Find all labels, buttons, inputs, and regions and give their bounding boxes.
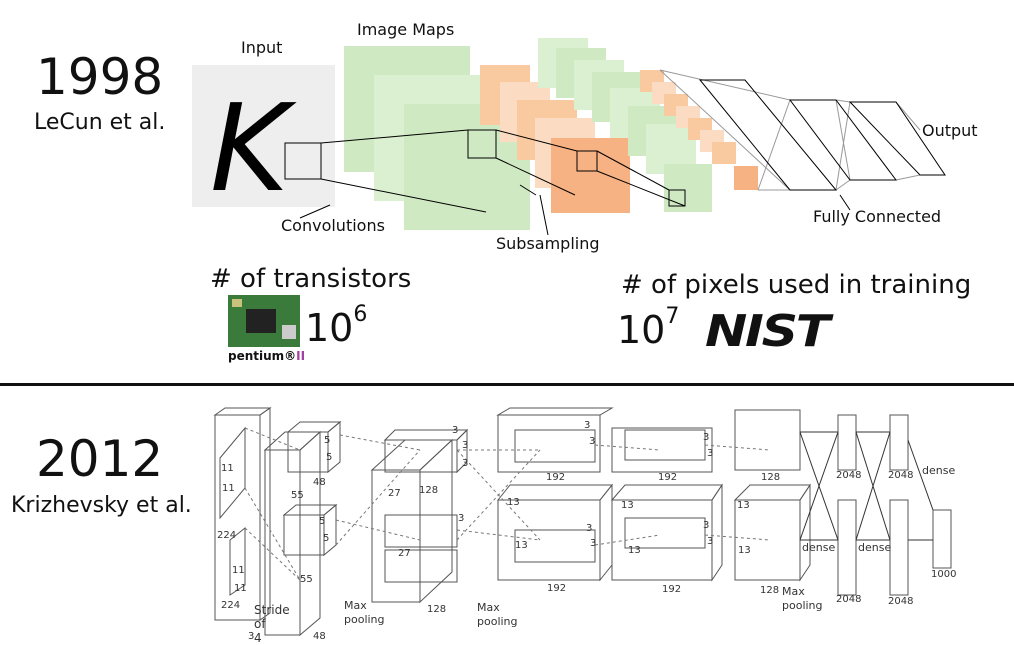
label-3i: 3	[703, 432, 710, 443]
label-subsampling: Subsampling	[496, 234, 600, 253]
label-2048c: 2048	[836, 594, 862, 605]
pentium-suffix: II	[296, 349, 306, 363]
label-55a: 55	[291, 490, 304, 501]
label-55b: 55	[300, 574, 313, 585]
label-image-maps: Image Maps	[357, 20, 455, 39]
label-3j: 3	[707, 448, 714, 459]
cpu-chip-image	[228, 295, 300, 347]
label-3k: 3	[703, 520, 710, 531]
label-27b: 27	[398, 548, 411, 559]
label-3c: 3	[462, 458, 469, 469]
label-224a: 224	[217, 530, 237, 541]
pentium-text: pentium®	[228, 349, 297, 363]
label-3a: 3	[452, 425, 459, 436]
pentium-logo: pentium®II	[228, 349, 305, 363]
label-3d: 3	[458, 513, 465, 524]
label-192b: 192	[547, 583, 567, 594]
label-pool1: pooling	[344, 613, 385, 626]
label-13f: 13	[738, 545, 751, 556]
label-fully-connected: Fully Connected	[813, 207, 942, 226]
label-3l: 3	[707, 536, 714, 547]
subsample-box	[467, 129, 497, 159]
label-dense3: dense	[922, 464, 956, 477]
label-3h: 3	[590, 538, 597, 549]
fc-lines	[659, 69, 921, 191]
label-input: Input	[241, 38, 283, 57]
label-192d: 192	[662, 584, 682, 595]
label-192a: 192	[546, 472, 566, 483]
label-max2: Max	[477, 601, 500, 614]
label-dense1: dense	[802, 541, 836, 554]
fc-layers	[698, 79, 946, 191]
label-5a: 5	[324, 435, 331, 446]
subsample-map	[551, 138, 630, 213]
label-128b: 128	[427, 604, 447, 615]
label-pool3: pooling	[782, 599, 823, 612]
label-3: 3	[248, 631, 255, 642]
label-48b: 48	[313, 631, 326, 642]
label-5b: 5	[326, 452, 333, 463]
label-128a: 128	[419, 485, 439, 496]
label-192c: 192	[658, 472, 678, 483]
author-krizhevsky: Krizhevsky et al.	[11, 493, 192, 518]
lenet-diagram: K	[192, 38, 946, 236]
input-image	[192, 65, 335, 207]
label-output: Output	[922, 121, 978, 140]
pixels-title: # of pixels used in training	[621, 270, 972, 300]
label-stride: Stride	[254, 603, 290, 617]
label-13e: 13	[737, 500, 750, 511]
label-max3: Max	[782, 585, 805, 598]
nist-logo: NIST	[705, 306, 830, 357]
label-11c: 11	[232, 565, 245, 576]
label-max1: Max	[344, 599, 367, 612]
label-1000: 1000	[931, 569, 957, 580]
label-27a: 27	[388, 488, 401, 499]
label-128d: 128	[760, 585, 780, 596]
label-224b: 224	[221, 600, 241, 611]
transistor-count: 106	[305, 302, 368, 350]
label-13b: 13	[515, 540, 528, 551]
label-13d: 13	[628, 545, 641, 556]
label-11a: 11	[221, 463, 234, 474]
pixel-count: 107	[617, 304, 680, 352]
label-13a: 13	[507, 497, 520, 508]
label-2048d: 2048	[888, 596, 914, 607]
label-3f: 3	[589, 436, 596, 447]
year-1998: 1998	[36, 48, 164, 106]
label-dense2: dense	[858, 541, 892, 554]
label-of4: of 4	[254, 617, 266, 645]
alexnet-diagram	[213, 407, 952, 637]
transistors-title: # of transistors	[210, 264, 412, 294]
label-5c: 5	[319, 516, 326, 527]
label-2048b: 2048	[888, 470, 914, 481]
conv-kernel-box	[284, 142, 322, 180]
label-11d: 11	[234, 583, 247, 594]
label-5d: 5	[323, 533, 330, 544]
label-13c: 13	[621, 500, 634, 511]
section-divider	[0, 383, 1014, 386]
label-3b: 3	[462, 440, 469, 451]
label-48a: 48	[313, 477, 326, 488]
author-lecun: LeCun et al.	[34, 110, 166, 135]
label-3g: 3	[586, 523, 593, 534]
year-2012: 2012	[36, 430, 164, 488]
label-11b: 11	[222, 483, 235, 494]
label-2048a: 2048	[836, 470, 862, 481]
input-glyph: K	[210, 80, 297, 219]
label-convolutions: Convolutions	[281, 216, 385, 235]
label-128c: 128	[761, 472, 781, 483]
label-pool2: pooling	[477, 615, 518, 628]
label-3e: 3	[584, 420, 591, 431]
